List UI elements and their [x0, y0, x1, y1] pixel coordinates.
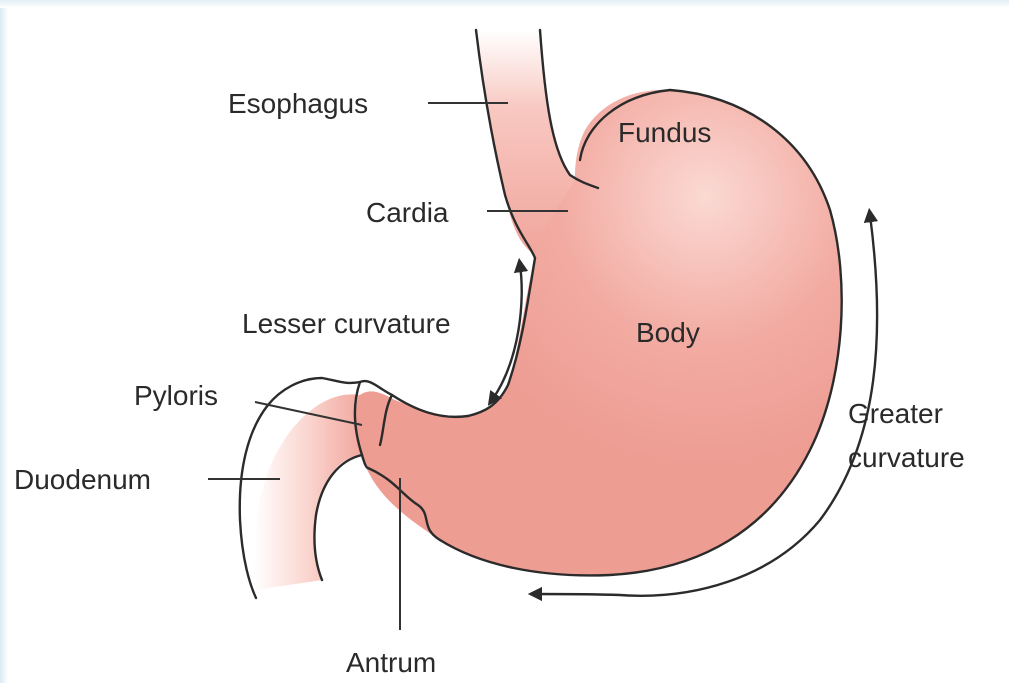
- fundus-label: Fundus: [618, 117, 711, 148]
- lesser-curvature-label: Lesser curvature: [242, 308, 451, 339]
- duodenum-shape: [254, 394, 365, 590]
- body-label: Body: [636, 317, 700, 348]
- greater-curvature-label-line1: Greater: [848, 398, 943, 429]
- antrum-label: Antrum: [346, 647, 436, 678]
- pyloris-label: Pyloris: [134, 380, 218, 411]
- duodenum-label: Duodenum: [14, 464, 151, 495]
- greater-curvature-label-line2: curvature: [848, 442, 965, 473]
- esophagus-label: Esophagus: [228, 88, 368, 119]
- cardia-label: Cardia: [366, 197, 449, 228]
